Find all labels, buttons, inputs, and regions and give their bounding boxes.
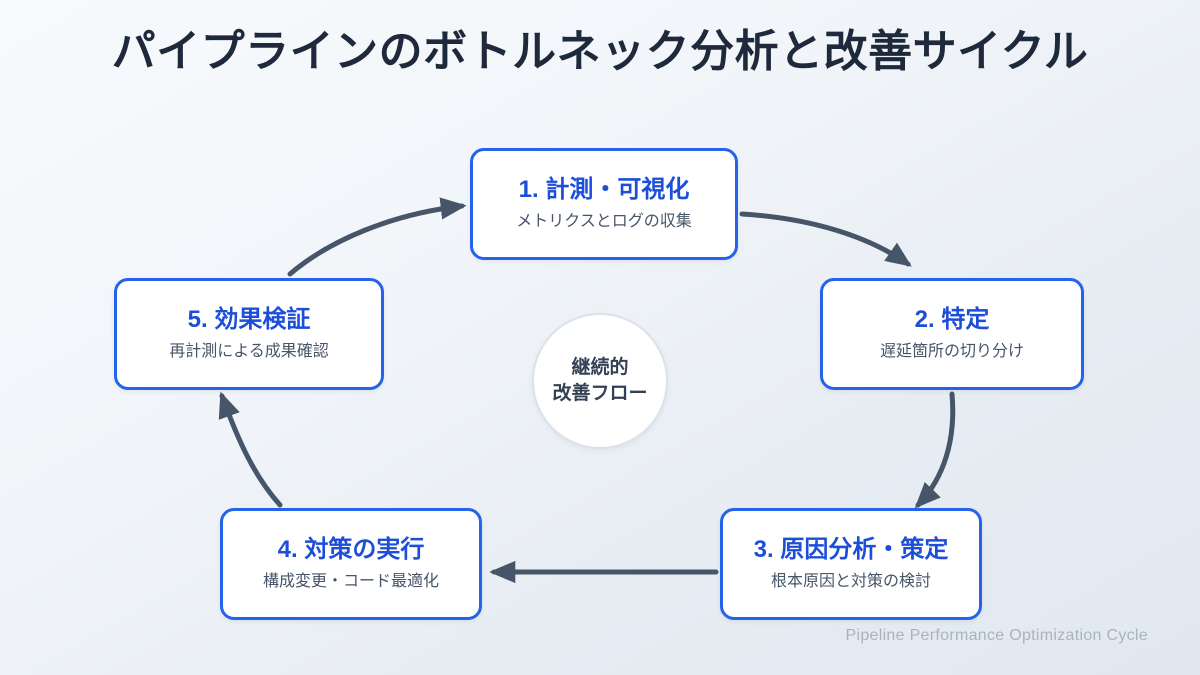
step-box-2[interactable]: 2. 特定 遅延箇所の切り分け <box>820 278 1084 390</box>
step-3-subtitle: 根本原因と対策の検討 <box>770 573 931 591</box>
step-1-title: 1. 計測・可視化 <box>518 176 690 204</box>
step-4-title: 4. 対策の実行 <box>277 536 425 564</box>
arrow-step5-to-step1 <box>287 197 467 277</box>
arrow-step4-to-step5 <box>218 391 283 508</box>
step-1-subtitle: メトリクスとログの収集 <box>516 213 692 231</box>
step-3-title: 3. 原因分析・策定 <box>753 536 949 564</box>
step-2-subtitle: 遅延箇所の切り分け <box>879 343 1024 361</box>
step-box-5[interactable]: 5. 効果検証 再計測による成果確認 <box>114 278 384 390</box>
step-box-3[interactable]: 3. 原因分析・策定 根本原因と対策の検討 <box>720 508 982 620</box>
page-title: パイプラインのボトルネック分析と改善サイクル <box>111 27 1089 76</box>
footer-caption: Pipeline Performance Optimization Cycle <box>845 627 1148 644</box>
step-box-1[interactable]: 1. 計測・可視化 メトリクスとログの収集 <box>470 148 738 260</box>
step-5-subtitle: 再計測による成果確認 <box>169 343 329 361</box>
step-2-title: 2. 特定 <box>914 306 990 334</box>
hub-line-1: 継続的 <box>571 357 629 379</box>
step-box-4[interactable]: 4. 対策の実行 構成変更・コード最適化 <box>220 508 482 620</box>
center-hub: 継続的 改善フロー <box>532 313 668 449</box>
arrow-step1-to-step2 <box>739 211 912 267</box>
step-4-subtitle: 構成変更・コード最適化 <box>262 573 439 591</box>
step-5-title: 5. 効果検証 <box>187 306 311 334</box>
arrow-step2-to-step3 <box>914 391 956 509</box>
hub-line-2: 改善フロー <box>552 383 648 404</box>
